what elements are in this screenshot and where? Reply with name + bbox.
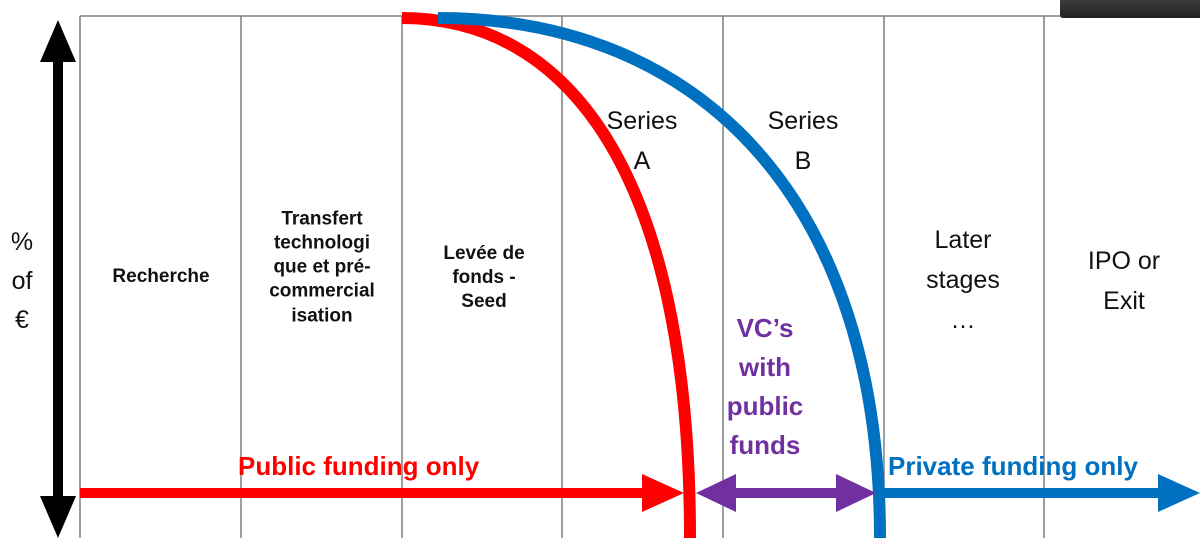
- vc-label-line: VC’s: [736, 313, 794, 343]
- stage-label-line: Later: [934, 226, 992, 254]
- private-funding-label: Private funding only: [888, 451, 1138, 481]
- private-funding-curve: [437, 12, 886, 539]
- stage-label-line: Levée de: [443, 242, 525, 264]
- stage-label-line: …: [950, 306, 976, 334]
- stage-label-line: Recherche: [112, 265, 210, 287]
- stage-label-line: A: [633, 147, 651, 175]
- public-funding-label: Public funding only: [238, 451, 480, 481]
- y-axis-label: % of €: [11, 223, 33, 339]
- stage-later: Later stages …: [926, 220, 1000, 340]
- stage-label-line: stages: [926, 266, 1000, 294]
- y-axis-label-line: €: [15, 305, 29, 334]
- stage-label-line: B: [794, 147, 812, 175]
- stage-label-line: Transfert: [281, 208, 363, 230]
- vc-arrow-head-left: [696, 474, 736, 512]
- stage-label-line: fonds -: [452, 266, 516, 288]
- stage-label-line: Seed: [461, 291, 507, 313]
- stage-transfert: Transfert technologi que et pré- commerc…: [269, 208, 375, 329]
- video-thumbnail-corner: [1060, 0, 1200, 18]
- stage-series-a: Series A: [607, 101, 678, 181]
- vc-arrow-head-right: [836, 474, 876, 512]
- stage-ipo: IPO or Exit: [1086, 241, 1162, 321]
- y-axis-arrow-head-up: [40, 20, 76, 62]
- vc-public-funds-label: VC’s with public funds: [727, 309, 804, 465]
- public-funding-curve: [401, 12, 696, 539]
- y-axis-label-line: %: [10, 228, 34, 256]
- stage-label-line: IPO or Exit: [1087, 247, 1161, 315]
- stage-label-line: Series: [606, 107, 678, 135]
- y-axis-label-line: of: [11, 266, 33, 295]
- vc-label-line: funds: [729, 430, 801, 460]
- stage-label-line: Series: [767, 107, 839, 135]
- vc-label-line: with: [739, 352, 791, 382]
- y-axis-arrow-head-down: [40, 496, 76, 538]
- public-funding-arrow-head: [642, 474, 684, 512]
- private-funding-arrow-head: [1158, 474, 1200, 512]
- stage-seed: Levée de fonds - Seed: [443, 242, 524, 314]
- stage-label-line: isation: [291, 305, 353, 327]
- vc-label-line: public: [726, 391, 804, 421]
- stage-series-b: Series B: [768, 101, 839, 181]
- stage-recherche: Recherche: [112, 265, 209, 289]
- stage-label-line: commercial: [269, 281, 375, 303]
- stage-label-line: que et pré-: [273, 256, 371, 278]
- stage-label-line: technologi: [273, 232, 371, 254]
